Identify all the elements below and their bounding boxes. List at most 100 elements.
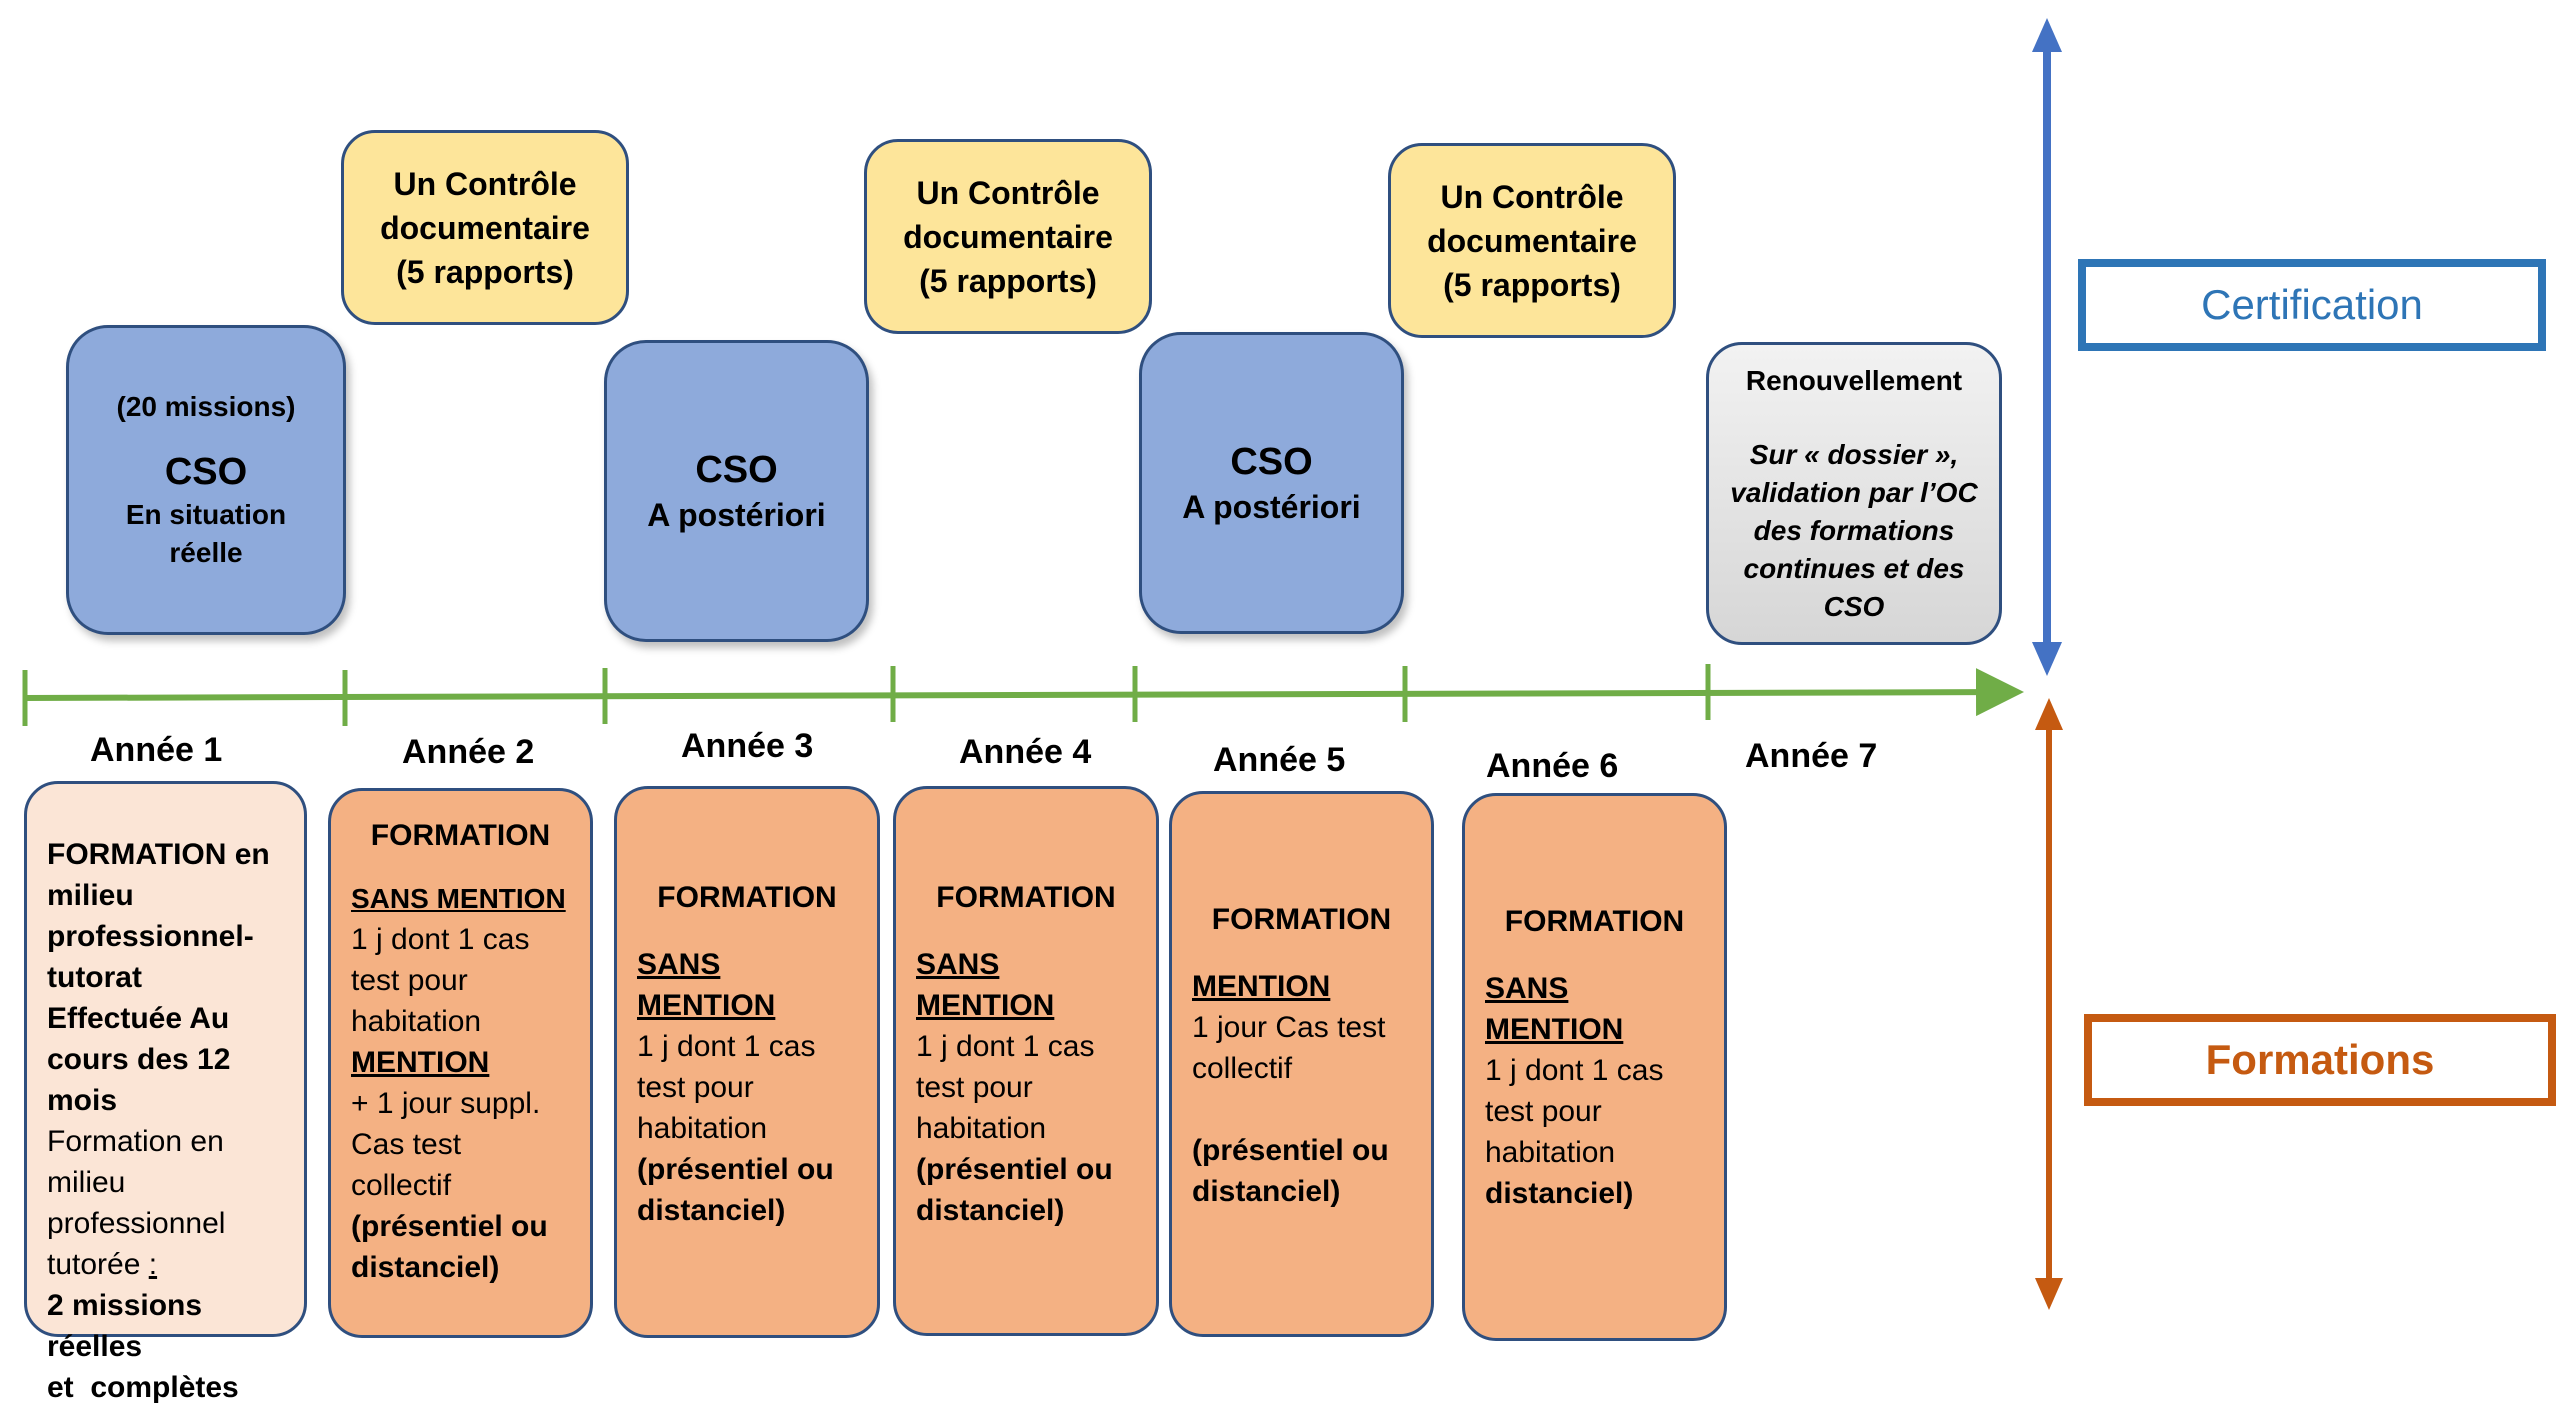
renewal-box: Renouvellement Sur « dossier », validati… [1706,342,2002,645]
cso-box-1: (20 missions) CSO En situation réelle [66,325,346,635]
y3-mode-2: distanciel) [637,1194,786,1227]
control-3-line-1: Un Contrôle [1440,178,1624,215]
y1-colon: : [148,1248,158,1281]
y1-bold2-1: 2 missions réelles [47,1289,203,1363]
y2-title: FORMATION [370,819,551,852]
y3-title: FORMATION [657,881,837,914]
formation-box-year-6: FORMATION SANS MENTION 1 j dont 1 cas te… [1462,793,1727,1341]
year-label-3: Année 3 [681,727,814,765]
year-label-7: Année 7 [1745,737,1878,775]
y4-mention-1: SANS [916,948,1000,981]
cso-1-line-2: réelle [169,537,243,568]
y1-bold2-2: et complètes [47,1371,239,1404]
y2-text-3: habitation [351,1005,482,1038]
control-2-line-3: (5 rapports) [919,262,1097,299]
renewal-line-1: Sur « dossier », [1749,438,1959,470]
year-label-5: Année 5 [1213,741,1346,779]
y1-bold-1: FORMATION en [47,838,270,871]
cso-1-missions: (20 missions) [116,391,296,422]
y6-mention-2: MENTION [1485,1013,1624,1046]
y2-text-2: test pour [351,964,468,997]
timeline-axis [23,668,2024,717]
formation-box-year-4: FORMATION SANS MENTION 1 j dont 1 cas te… [893,786,1159,1336]
certification-arrow [2032,18,2062,676]
y5-text-1: 1 jour Cas test [1192,1011,1386,1044]
y6-mode-1: distanciel) [1485,1177,1634,1210]
y2-text-6: collectif [351,1169,452,1202]
y4-mode-2: distanciel) [916,1194,1065,1227]
cso-box-3: CSO A postériori [1139,332,1404,634]
control-3-line-3: (5 rapports) [1443,266,1621,303]
y2-mode-2: distanciel) [351,1251,500,1284]
control-1-line-1: Un Contrôle [393,165,577,202]
y1-bold-4: tutorat [47,961,142,994]
y1-bold-2: milieu [47,879,134,912]
y6-mention-1: SANS [1485,972,1569,1005]
renewal-line-3: des formations [1753,514,1955,546]
y2-mention-1: SANS MENTION [351,883,566,914]
y5-mode-1: (présentiel ou [1192,1134,1389,1167]
control-3-line-2: documentaire [1427,222,1637,259]
cso-1-line-1: En situation [125,499,287,530]
y1-plain-2: milieu [47,1166,126,1199]
y5-mention-1: MENTION [1192,970,1331,1003]
y3-mode-1: (présentiel ou [637,1153,834,1186]
y1-plain-1: Formation en [47,1125,224,1158]
formations-arrow [2035,698,2063,1310]
timeline-ticks [22,664,1711,726]
y3-mention-1: SANS [637,948,721,981]
y1-bold-6: cours des 12 mois [47,1043,231,1117]
control-2-line-1: Un Contrôle [916,174,1100,211]
diagram-lines [22,18,2063,1310]
cso-2-line-1: A postériori [647,497,826,533]
control-box-3: Un Contrôle documentaire (5 rapports) [1388,143,1676,338]
cso-3-line-1: A postériori [1182,489,1361,525]
y6-text-2: test pour [1485,1095,1602,1128]
y6-text-3: habitation [1485,1136,1616,1169]
formation-box-year-5: FORMATION MENTION 1 jour Cas test collec… [1169,791,1434,1337]
cso-1-title: CSO [164,451,248,493]
renewal-title: Renouvellement [1745,364,1963,396]
y6-title: FORMATION [1504,905,1685,938]
formation-box-year-2: FORMATION SANS MENTION 1 j dont 1 cas te… [328,788,593,1338]
y3-mention-2: MENTION [637,989,776,1022]
control-box-1: Un Contrôle documentaire (5 rapports) [341,130,629,325]
y4-mention-2: MENTION [916,989,1055,1022]
formation-box-year-3: FORMATION SANS MENTION 1 j dont 1 cas te… [614,786,880,1338]
cso-box-2: CSO A postériori [604,340,869,642]
formation-box-year-1: FORMATION en milieu professionnel- tutor… [24,781,307,1404]
y3-text-3: habitation [637,1112,768,1145]
y4-text-1: 1 j dont 1 cas [916,1030,1095,1063]
year-label-1: Année 1 [90,731,223,769]
y3-text-1: 1 j dont 1 cas [637,1030,816,1063]
cso-3-title: CSO [1230,441,1313,483]
control-box-2: Un Contrôle documentaire (5 rapports) [864,139,1152,334]
y1-bold-5: Effectuée Au [47,1002,230,1035]
year-label-4: Année 4 [959,733,1092,771]
y1-plain-4-wrap: tutorée : [47,1244,157,1285]
year-label-6: Année 6 [1486,747,1619,785]
y2-text-4: + 1 jour suppl. [351,1087,541,1120]
formations-label: Formations [2084,1014,2556,1106]
y4-text-2: test pour [916,1071,1033,1104]
y4-mode-1: (présentiel ou [916,1153,1113,1186]
certification-label: Certification [2078,259,2546,351]
y4-title: FORMATION [936,881,1116,914]
y6-text-1: 1 j dont 1 cas [1485,1054,1664,1087]
year-label-2: Année 2 [402,733,535,771]
control-1-line-2: documentaire [380,209,590,246]
y2-mode-1: (présentiel ou [351,1210,548,1243]
y5-title: FORMATION [1211,903,1392,936]
control-1-line-3: (5 rapports) [396,253,574,290]
y4-text-3: habitation [916,1112,1047,1145]
renewal-line-5: CSO [1823,590,1885,622]
y1-plain-3: professionnel [47,1207,226,1240]
renewal-line-4: continues et des [1743,552,1965,584]
control-2-line-2: documentaire [903,218,1113,255]
y2-text-1: 1 j dont 1 cas [351,923,530,956]
y5-text-2: collectif [1192,1052,1293,1085]
y1-plain-4: tutorée [47,1248,149,1281]
y2-mention-2: MENTION [351,1046,490,1079]
y1-bold-3: professionnel- [47,920,254,953]
renewal-line-2: validation par l’OC [1730,476,1978,508]
